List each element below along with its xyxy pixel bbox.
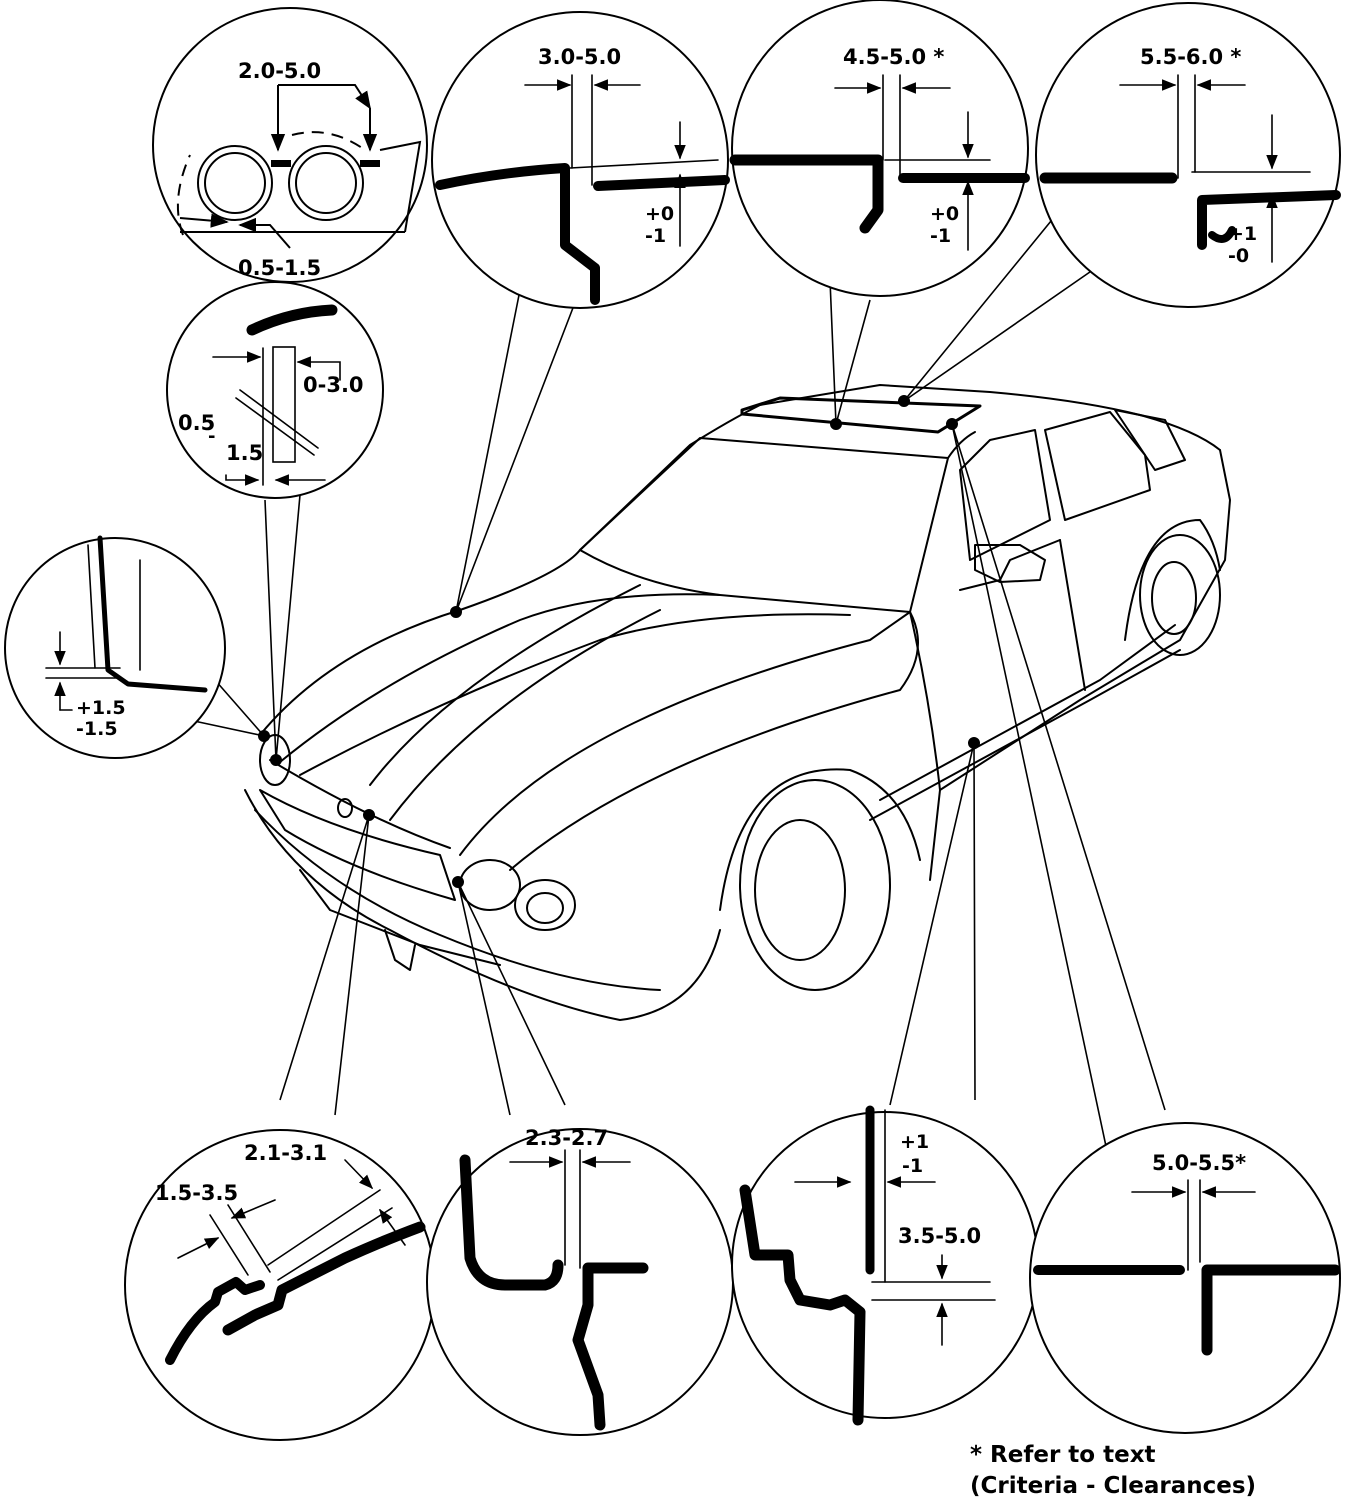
detail-hood-rear: 3.0-5.0 +0 -1 xyxy=(435,45,730,305)
car-illustration xyxy=(244,384,1231,1021)
fender-flush-minus: -1.5 xyxy=(76,718,118,740)
detail-fuel-filler: 2.0-5.0 0.5-1.5 xyxy=(176,59,422,280)
headlamp-upper-flush-b: 1.5 xyxy=(226,441,263,465)
hood-gap-label: 3.0-5.0 xyxy=(538,45,621,69)
detail-headlamp-upper: 0-3.0 0.5 1.5 - xyxy=(178,304,364,486)
hood-flush-minus: -1 xyxy=(645,225,666,247)
sill-flush-minus: -1 xyxy=(902,1155,923,1177)
sunroof-front-flush-plus: +0 xyxy=(930,203,959,225)
roof-door-gap-label: 5.0-5.5* xyxy=(1152,1151,1246,1175)
sunroof-side-flush-minus: -0 xyxy=(1228,245,1249,267)
sunroof-front-flush-minus: -1 xyxy=(930,225,951,247)
fuel-gap-label: 2.0-5.0 xyxy=(238,59,321,83)
sill-flush-plus: +1 xyxy=(900,1131,929,1153)
sunroof-side-flush-plus: +1 xyxy=(1228,223,1257,245)
sunroof-front-gap-label: 4.5-5.0 * xyxy=(843,45,944,69)
detail-sunroof-front: 4.5-5.0 * +0 -1 xyxy=(729,45,1030,251)
footnote-line-1: * Refer to text xyxy=(970,1442,1156,1468)
sunroof-side-gap-label: 5.5-6.0 * xyxy=(1140,45,1241,69)
footnote-line-2: (Criteria - Clearances) xyxy=(970,1473,1257,1499)
headlamp-upper-flush-a: 0.5 xyxy=(178,411,215,435)
hood-flush-plus: +0 xyxy=(645,203,674,225)
grille-flush-label: 1.5-3.5 xyxy=(155,1181,238,1205)
detail-grille: 2.1-3.1 1.5-3.5 xyxy=(155,1141,426,1365)
detail-sunroof-side: 5.5-6.0 * +1 -0 xyxy=(1039,45,1341,267)
detail-roof-door: 5.0-5.5* xyxy=(1033,1151,1341,1356)
detail-fender-front: +1.5 -1.5 xyxy=(45,535,208,740)
detail-sill-door: +1 -1 3.5-5.0 xyxy=(739,1105,996,1426)
grille-gap-label: 2.1-3.1 xyxy=(244,1141,327,1165)
headlamp-upper-gap-label: 0-3.0 xyxy=(303,373,364,397)
svg-text:-: - xyxy=(208,426,215,447)
footnote: * Refer to text (Criteria - Clearances) xyxy=(970,1440,1350,1502)
fuel-flush-label: 0.5-1.5 xyxy=(238,256,321,280)
headlamp-hood-gap-label: 2.3-2.7 xyxy=(525,1126,608,1150)
sill-gap-label: 3.5-5.0 xyxy=(898,1224,981,1248)
callout-leaders xyxy=(179,139,1166,1166)
fender-flush-plus: +1.5 xyxy=(76,697,126,719)
detail-headlamp-hood: 2.3-2.7 xyxy=(459,1126,649,1431)
